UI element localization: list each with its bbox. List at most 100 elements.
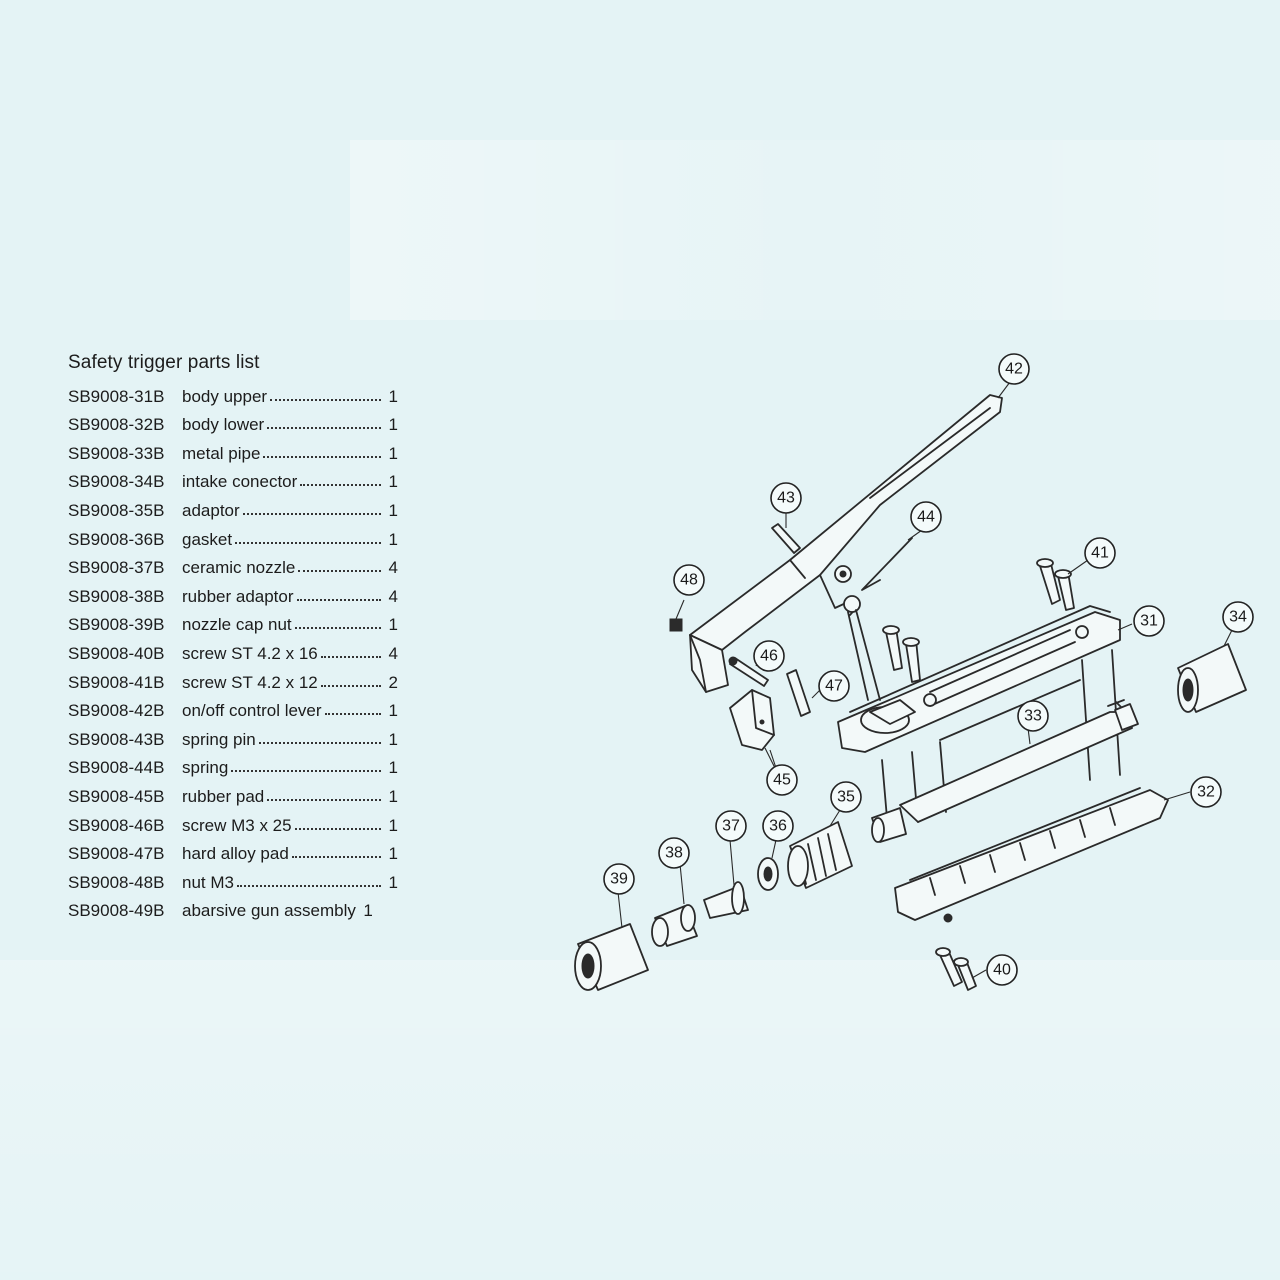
callout-42: 42 — [998, 353, 1030, 385]
dot-leader — [267, 427, 381, 430]
callout-41: 41 — [1084, 537, 1116, 569]
callout-38-label: 38 — [665, 845, 683, 862]
callout-35: 35 — [830, 781, 862, 813]
screw-m3-drawing — [728, 656, 769, 687]
part-code: SB9008-35B — [68, 500, 165, 520]
callout-45: 45 — [766, 764, 798, 796]
body-upper-drawing — [837, 605, 1121, 753]
dot-leader — [270, 398, 381, 401]
leader-lines — [617, 381, 1233, 979]
part-code: SB9008-31B — [68, 386, 165, 406]
dot-leader — [231, 770, 381, 773]
callout-47: 47 — [818, 670, 850, 702]
part-quantity: 4 — [388, 586, 398, 606]
dot-leader — [300, 484, 381, 487]
dot-leader — [236, 884, 381, 887]
part-description: gasket — [182, 529, 233, 549]
part-quantity: 1 — [388, 386, 398, 406]
callout-31-label: 31 — [1140, 613, 1158, 630]
part-code: SB9008-34B — [68, 472, 165, 492]
callout-40: 40 — [986, 954, 1018, 986]
dot-leader — [320, 684, 381, 687]
dot-leader — [291, 856, 381, 859]
callout-34: 34 — [1222, 601, 1254, 633]
callout-45-label: 45 — [773, 772, 791, 789]
part-quantity: 1 — [388, 786, 398, 806]
callout-33-label: 33 — [1024, 708, 1042, 725]
part-description: metal pipe — [182, 443, 261, 463]
dot-leader — [235, 541, 381, 544]
adaptor-drawing — [787, 807, 907, 889]
hard-alloy-pad-drawing — [786, 669, 811, 717]
nozzle-cap-nut-drawing — [574, 923, 649, 991]
rubber-pad-drawing — [729, 689, 776, 769]
callout-37-label: 37 — [722, 818, 740, 835]
part-description: spring — [182, 758, 229, 778]
part-quantity: 1 — [388, 701, 398, 721]
part-description: hard alloy pad — [182, 844, 289, 864]
callout-47-label: 47 — [825, 678, 843, 695]
dot-leader — [324, 713, 381, 716]
dot-leader — [267, 798, 381, 801]
callout-39-label: 39 — [610, 871, 628, 888]
callout-44: 44 — [910, 501, 942, 533]
callout-42-label: 42 — [1005, 361, 1023, 378]
dot-leader — [294, 827, 381, 830]
parts-list-row: SB9008-45B rubber pad 1 — [68, 778, 398, 807]
callout-43-label: 43 — [777, 490, 795, 507]
part-description: rubber pad — [182, 786, 265, 806]
part-description: intake conector — [182, 472, 298, 492]
part-code: SB9008-42B — [68, 701, 165, 721]
part-description: rubber adaptor — [182, 586, 294, 606]
intake-connector-drawing — [1114, 643, 1247, 731]
part-description: screw ST 4.2 x 16 — [182, 643, 318, 663]
part-quantity: 4 — [388, 558, 398, 578]
callout-31: 31 — [1133, 605, 1165, 637]
part-description: spring pin — [182, 729, 256, 749]
part-code: SB9008-46B — [68, 815, 165, 835]
dot-leader — [320, 655, 381, 658]
dot-leader — [298, 570, 381, 573]
part-code: SB9008-47B — [68, 844, 165, 864]
part-quantity: 1 — [388, 758, 398, 778]
part-quantity: 1 — [388, 815, 398, 835]
callout-41-label: 41 — [1091, 545, 1109, 562]
screw-st-4-2x16-drawing — [882, 625, 977, 991]
parts-list-title: Safety trigger parts list — [68, 352, 260, 373]
part-quantity: 1 — [388, 615, 398, 635]
callout-44-label: 44 — [917, 509, 935, 526]
part-code: SB9008-45B — [68, 786, 165, 806]
part-quantity: 1 — [388, 472, 398, 492]
gasket-drawing — [757, 857, 779, 891]
part-quantity: 1 — [388, 844, 398, 864]
dot-leader — [242, 512, 381, 515]
callout-40-label: 40 — [993, 962, 1011, 979]
part-description: body upper — [182, 386, 268, 406]
spring-drawing — [843, 537, 913, 701]
dot-leader — [296, 598, 381, 601]
part-code: SB9008-32B — [68, 415, 165, 435]
part-code: SB9008-38B — [68, 586, 165, 606]
screw-st-4-2x12-drawing — [1036, 558, 1075, 611]
parts-list-row: SB9008-31B body upper 1 — [68, 378, 398, 407]
part-quantity: 1 — [388, 443, 398, 463]
part-description: ceramic nozzle — [182, 558, 296, 578]
part-description: abarsive gun assembly — [182, 901, 356, 921]
parts-list: Safety trigger parts list SB9008-31B body… — [68, 352, 398, 921]
rubber-adaptor-drawing — [651, 904, 698, 947]
callout-34-label: 34 — [1229, 609, 1247, 626]
part-code: SB9008-36B — [68, 529, 165, 549]
parts-list-row: SB9008-34B intake conector 1 — [68, 464, 398, 493]
part-quantity: 1 — [388, 500, 398, 520]
part-quantity: 1 — [363, 901, 373, 921]
